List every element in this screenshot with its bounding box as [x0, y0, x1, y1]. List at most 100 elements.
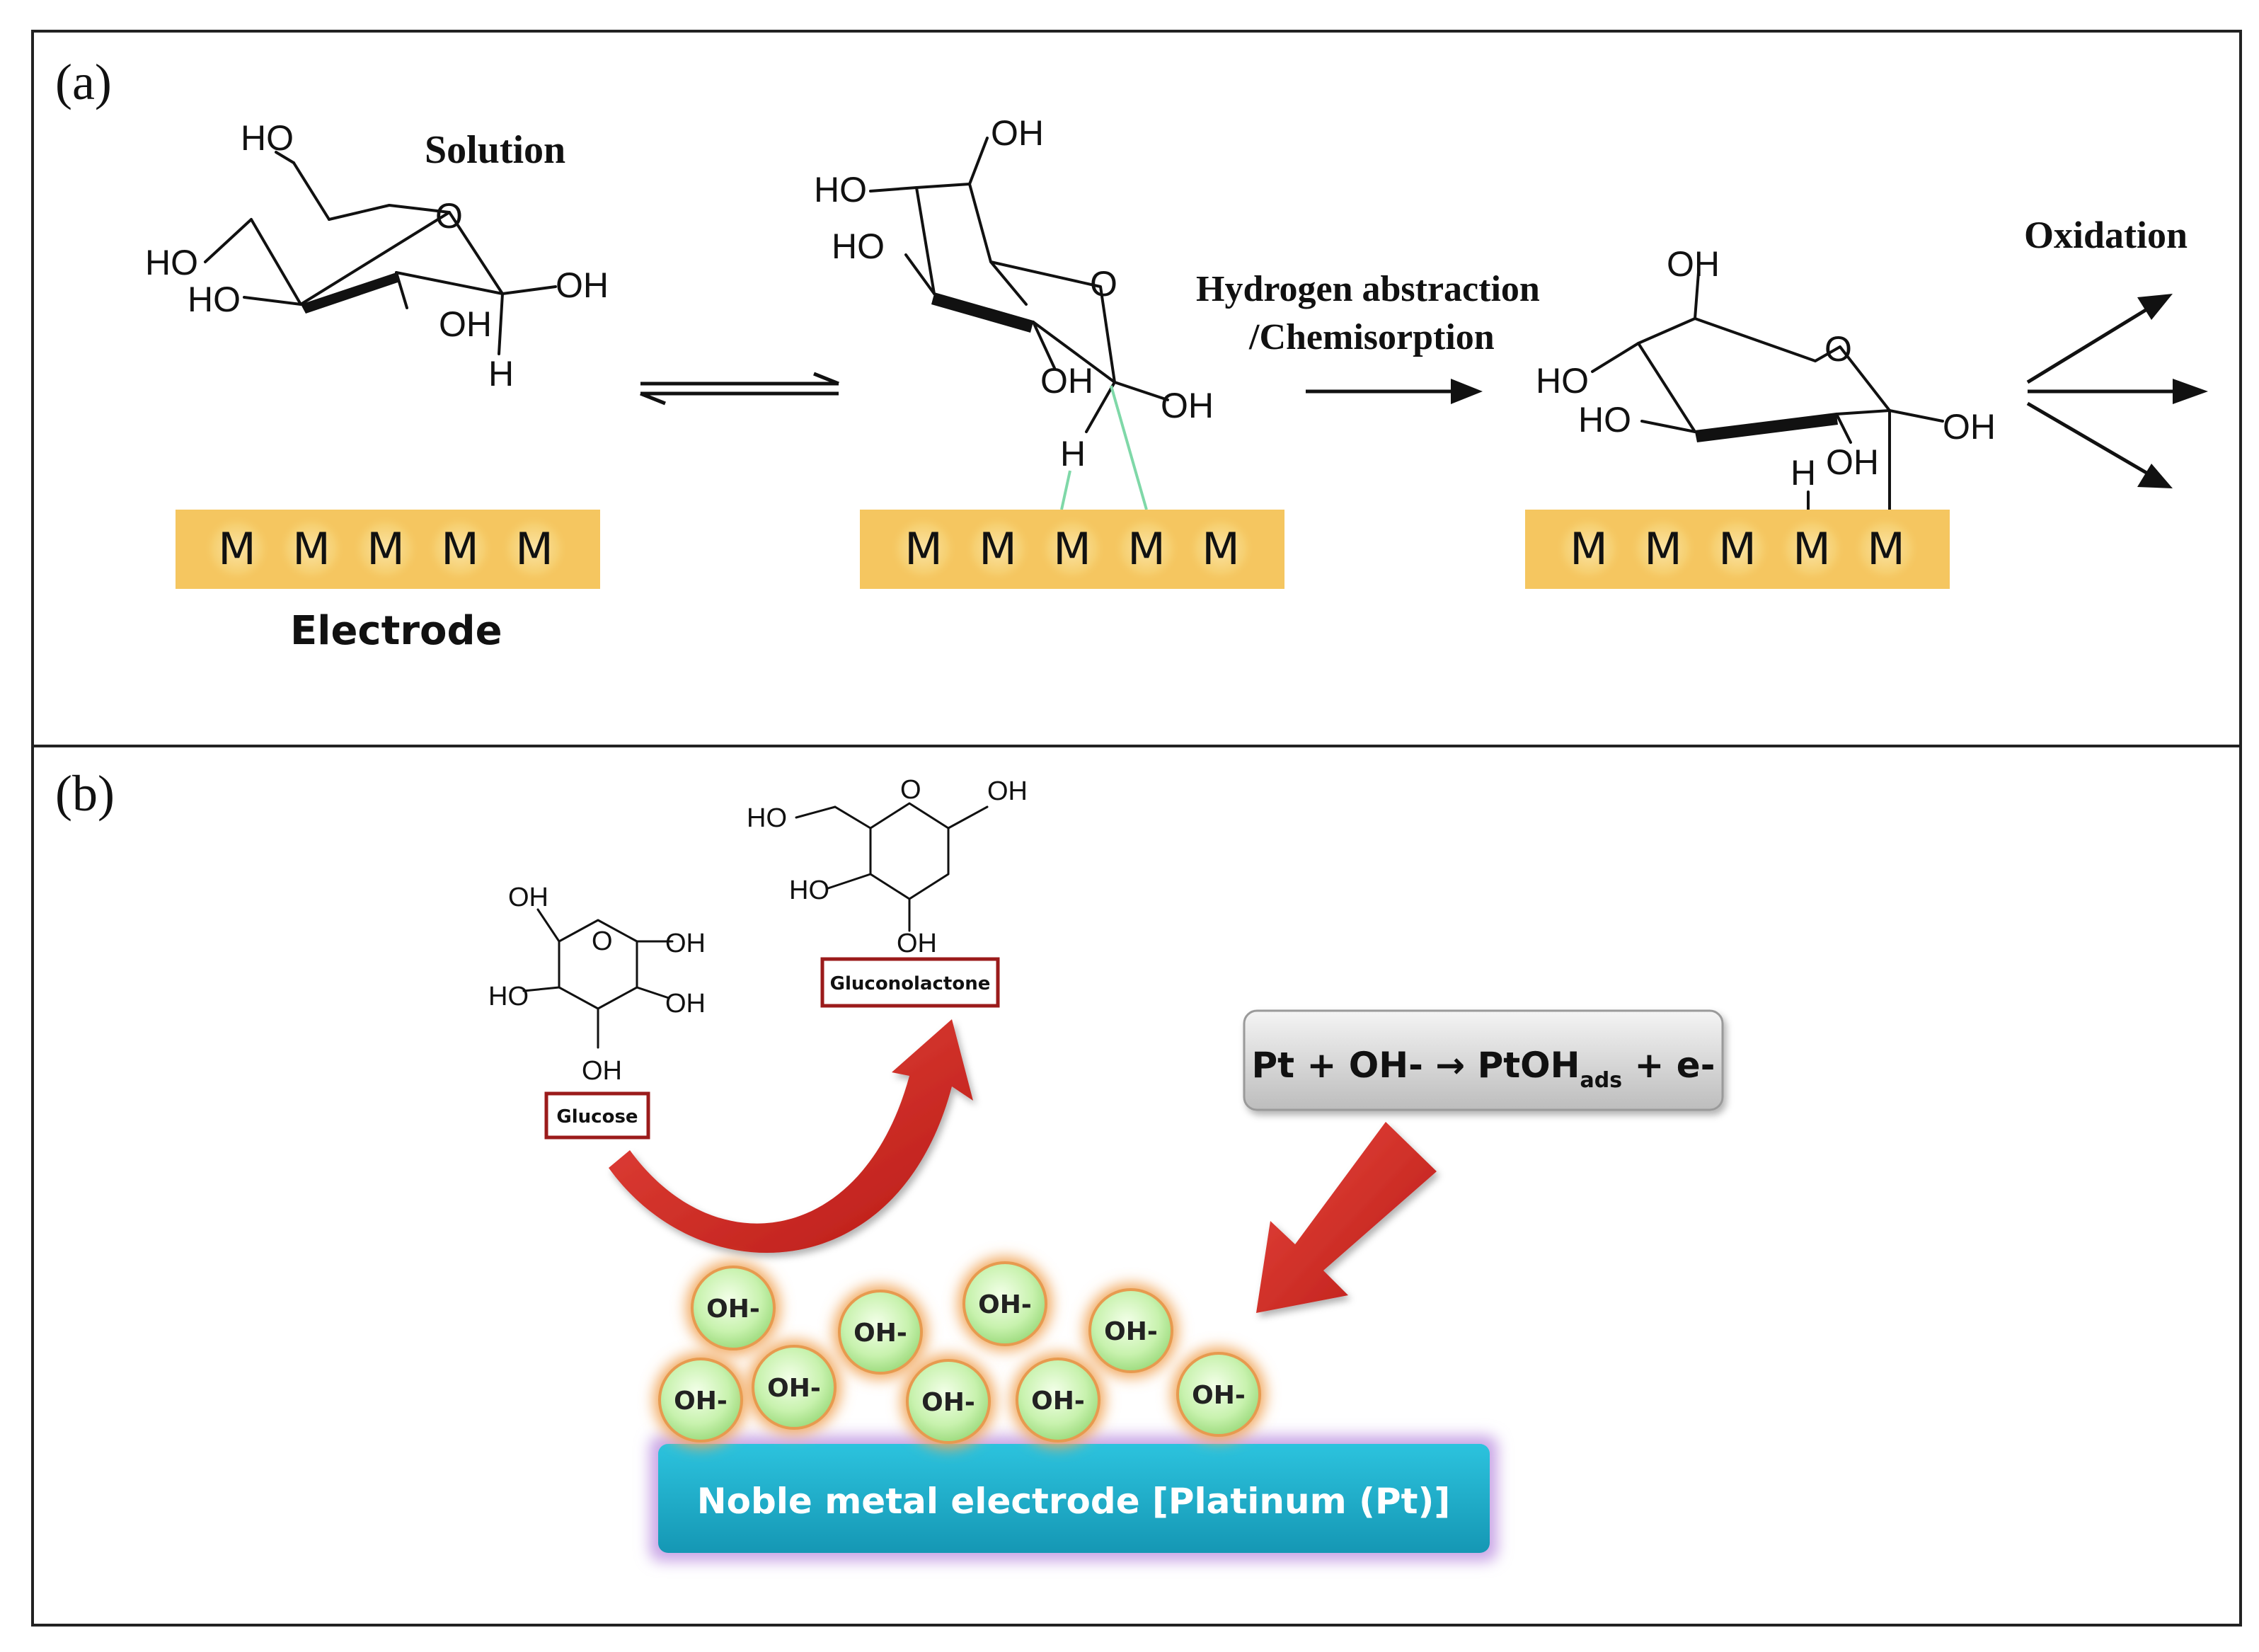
hydroxide-ion: OH-: [958, 1257, 1052, 1350]
svg-text:OH: OH: [1667, 244, 1720, 284]
metal-atom: M: [1113, 515, 1180, 583]
svg-text:HO: HO: [1536, 361, 1589, 401]
svg-text:OH: OH: [897, 929, 937, 958]
svg-text:OH: OH: [991, 113, 1044, 153]
svg-text:HO: HO: [1578, 400, 1631, 440]
step-label-line1: Hydrogen abstraction: [1196, 269, 1540, 309]
metal-atom: M: [890, 515, 958, 583]
hydroxide-ion: OH-: [686, 1261, 780, 1355]
equilibrium-arrow: [640, 372, 839, 406]
glucose-approach-molecule: OH HO HO O OH OH H: [814, 113, 1214, 510]
hydroxide-ion-label: OH-: [706, 1295, 760, 1324]
oxidation-label: Oxidation: [2024, 214, 2188, 256]
svg-text:OH: OH: [508, 883, 548, 912]
forward-arrow: [1306, 379, 1483, 404]
svg-text:OH: OH: [582, 1056, 622, 1086]
svg-text:H: H: [1790, 453, 1816, 493]
metal-atom-label: M: [292, 523, 330, 575]
hydroxide-ion-label: OH-: [674, 1387, 728, 1416]
hydroxide-ion: OH-: [902, 1355, 995, 1448]
conversion-arrow: [609, 1019, 973, 1254]
hydroxide-ion-label: OH-: [767, 1374, 821, 1403]
svg-text:HO: HO: [241, 118, 294, 158]
svg-text:O: O: [1824, 329, 1852, 369]
glucose-structure: OH O OH HO OH OH: [488, 883, 706, 1086]
metal-atom-label: M: [1202, 523, 1240, 575]
metal-atom: M: [1852, 515, 1920, 583]
electrode-label: Electrode: [290, 608, 502, 654]
svg-text:OH: OH: [987, 776, 1028, 806]
hydroxide-ion-label: OH-: [1031, 1387, 1085, 1416]
svg-text:OH: OH: [1826, 442, 1879, 482]
reaction-tail: + e-: [1622, 1045, 1715, 1086]
metal-atom: M: [964, 515, 1032, 583]
metal-atom: M: [1629, 515, 1697, 583]
svg-text:HO: HO: [789, 876, 829, 905]
svg-text:HO: HO: [832, 226, 885, 266]
svg-text:O: O: [592, 927, 613, 956]
gluconolactone-structure: HO O OH HO OH: [747, 775, 1028, 958]
svg-text:H: H: [1060, 434, 1086, 474]
solution-label: Solution: [425, 128, 565, 172]
metal-atom-label: M: [515, 523, 553, 575]
svg-text:HO: HO: [145, 243, 198, 282]
svg-text:HO: HO: [488, 982, 529, 1011]
hydroxide-ion: OH-: [654, 1353, 747, 1447]
gluconolactone-label: Gluconolactone: [830, 973, 991, 994]
svg-text:H: H: [488, 354, 514, 394]
metal-atom: M: [1555, 515, 1623, 583]
metal-atom: M: [203, 515, 271, 583]
glucose-label: Glucose: [556, 1106, 638, 1128]
metal-atom-label: M: [1127, 523, 1166, 575]
metal-atom-label: M: [1570, 523, 1608, 575]
metal-atom: M: [277, 515, 345, 583]
glucose-solution-molecule: HO O HO HO OH OH H: [145, 118, 609, 394]
metal-atom-label: M: [904, 523, 943, 575]
metal-atom-label: M: [441, 523, 479, 575]
panel-b-label: (b): [55, 765, 115, 822]
metal-atom: M: [500, 515, 568, 583]
gluconolactone-label-box: Gluconolactone: [820, 957, 1000, 1008]
hydroxide-ion-label: OH-: [978, 1290, 1032, 1319]
svg-text:OH: OH: [665, 929, 706, 958]
metal-atom-label: M: [1793, 523, 1831, 575]
hydroxide-ion: OH-: [1084, 1284, 1178, 1377]
svg-text:O: O: [1090, 264, 1117, 304]
electrode-b-label: Noble metal electrode [Platinum (Pt)]: [697, 1481, 1450, 1522]
metal-atom-label: M: [1644, 523, 1682, 575]
svg-text:HO: HO: [747, 803, 787, 833]
svg-text:OH: OH: [556, 265, 609, 305]
hydroxide-ion: OH-: [747, 1341, 841, 1434]
metal-atom-label: M: [218, 523, 256, 575]
metal-atom-label: M: [979, 523, 1017, 575]
metal-atom: M: [1038, 515, 1106, 583]
svg-text:Pt + OH- → PtOHads + e-: Pt + OH- → PtOHads + e-: [1252, 1045, 1715, 1093]
svg-text:OH: OH: [439, 304, 492, 344]
svg-text:OH: OH: [1040, 361, 1093, 401]
metal-atom-label: M: [367, 523, 405, 575]
platinum-electrode: Noble metal electrode [Platinum (Pt)]: [650, 1435, 1498, 1561]
metal-atom-label: M: [1867, 523, 1905, 575]
svg-text:OH: OH: [665, 989, 706, 1019]
oxidation-arrows: [2026, 294, 2208, 488]
metal-atom: M: [1778, 515, 1846, 583]
metal-atom: M: [352, 515, 420, 583]
reaction-sub: ads: [1580, 1068, 1623, 1093]
hydroxide-ion-label: OH-: [1192, 1381, 1246, 1410]
glucose-label-box: Glucose: [544, 1091, 650, 1140]
reaction-box: Pt + OH- → PtOHads + e-: [1243, 1009, 1724, 1111]
svg-text:HO: HO: [188, 280, 241, 319]
metal-atom: M: [1187, 515, 1255, 583]
adsorption-arrow: [1256, 1122, 1437, 1313]
hydroxide-ion-label: OH-: [853, 1319, 907, 1348]
hydroxide-ion: OH-: [1172, 1348, 1265, 1441]
reaction-main: Pt + OH- → PtOH: [1252, 1045, 1580, 1086]
hydroxide-ion: OH-: [1011, 1353, 1105, 1447]
metal-atom: M: [1703, 515, 1771, 583]
step-label-line2: /Chemisorption: [1248, 317, 1495, 357]
metal-atom-label: M: [1718, 523, 1757, 575]
panel-a-label: (a): [55, 54, 112, 110]
hydroxide-ion-label: OH-: [1104, 1317, 1158, 1346]
svg-text:OH: OH: [1943, 407, 1996, 447]
